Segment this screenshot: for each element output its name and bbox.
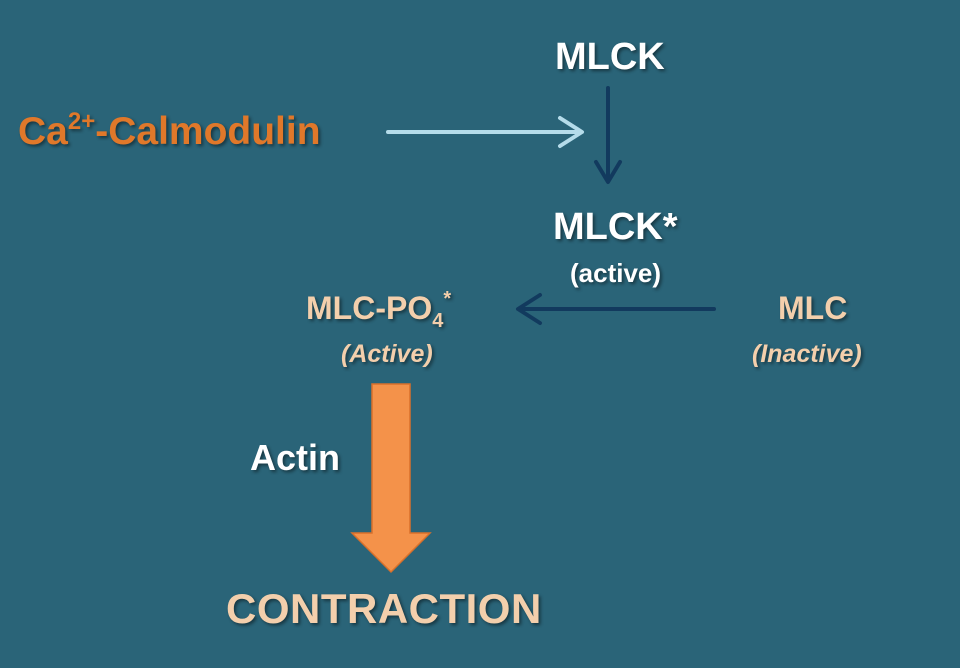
mlck-active-label: MLCK* [553,206,678,248]
mlc-po4-label: MLC-PO4* [306,289,451,331]
mlc-po4-superscript: * [443,288,452,310]
contraction-block-arrow [350,383,432,574]
phosphorylation-arrow [516,293,716,325]
mlck-label: MLCK [555,36,665,78]
calmodulin-arrow [386,116,584,148]
calmodulin-suffix: -Calmodulin [95,110,321,153]
mlc-po4-sublabel: (Active) [341,340,433,368]
mlck-activation-arrow [594,86,622,184]
contraction-label: CONTRACTION [226,585,542,632]
mlc-po4-subscript: 4 [432,310,444,332]
calmodulin-label: Ca2+-Calmodulin [18,110,321,153]
mlck-active-sublabel: (active) [570,258,662,288]
mlc-sublabel: (Inactive) [752,340,862,368]
calmodulin-base: Ca [18,110,68,153]
actin-label: Actin [250,437,340,478]
mlc-po4-base: MLC-PO [306,290,433,326]
calmodulin-charge: 2+ [67,108,96,135]
mlc-label: MLC [778,290,848,326]
